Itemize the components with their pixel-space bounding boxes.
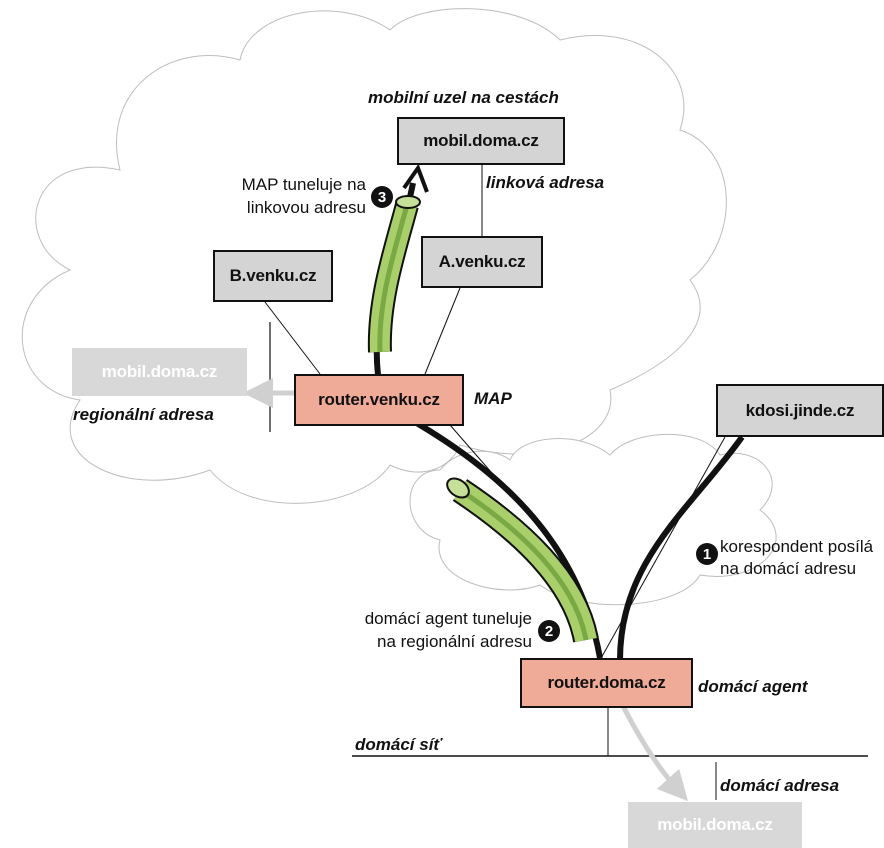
b-venku-box: B.venku.cz	[213, 250, 333, 302]
home-agent-label: domácí agent	[698, 677, 808, 696]
a-venku-box: A.venku.cz	[421, 236, 543, 288]
tunnel-home-agent-mouth	[446, 477, 470, 499]
kdosi-box: kdosi.jinde.cz	[716, 384, 884, 437]
step-3-line2: linkovou adresu	[246, 198, 366, 217]
home-network-cloud	[409, 433, 777, 606]
tunnel-map-mouth	[395, 195, 421, 209]
home-network-label: domácí síť	[355, 735, 442, 754]
router-doma-box: router.doma.cz	[520, 658, 693, 708]
router-venku-box: router.venku.cz	[294, 374, 464, 426]
step-3-badge: 3	[371, 186, 393, 208]
path-correspondent	[617, 435, 745, 661]
home-ghost-arrow	[617, 698, 689, 802]
mobile-on-road-label: mobilní uzel na cestách	[368, 88, 559, 107]
home-ghost-box: mobil.doma.cz	[628, 802, 802, 848]
step-2-line1: domácí agent tuneluje	[364, 609, 532, 628]
link-b-router	[264, 301, 321, 375]
step-1-line1: korespondent posílá	[720, 537, 874, 556]
tunnel-home-agent-core	[458, 487, 589, 641]
step-1-badge: 1	[696, 543, 718, 565]
regional-address-label: regionální adresa	[73, 405, 214, 424]
arrowhead-to-mobile	[402, 163, 429, 193]
tunnel-map-core	[377, 204, 410, 353]
step-3-line1: MAP tuneluje na	[241, 175, 366, 194]
link-a-router	[424, 287, 461, 375]
regional-ghost-box: mobil.doma.cz	[72, 348, 247, 396]
regional-network-cloud	[21, 8, 727, 504]
step-2-badge: 2	[538, 620, 560, 642]
map-label: MAP	[474, 389, 512, 408]
home-address-label: domácí adresa	[720, 776, 840, 795]
link-address-label: linková adresa	[486, 173, 605, 192]
step-1-line2: na domácí adresu	[720, 559, 857, 578]
mobile-node-box: mobil.doma.cz	[397, 117, 565, 165]
step-2-line2: na regionální adresu	[376, 632, 532, 651]
